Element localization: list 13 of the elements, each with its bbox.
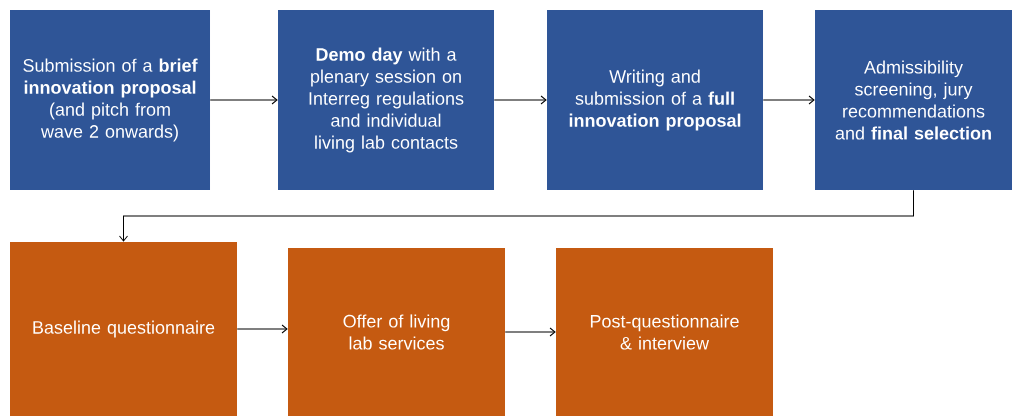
- arrow: [762, 95, 815, 105]
- process-box: Offer of living lab services: [288, 248, 505, 416]
- process-box: Admissibility screening, jury recommendations and final selection: [815, 10, 1012, 190]
- process-box: Baseline questionnaire: [10, 242, 237, 416]
- arrow: [209, 95, 278, 105]
- arrow: [119, 189, 914, 242]
- process-box: Writing and submission of a full innovation proposal: [547, 10, 763, 190]
- arrow: [504, 327, 556, 337]
- process-box: Demo day with a plenary session on Interreg regulations and individual living lab contacts: [278, 10, 494, 190]
- process-box: Submission of a brief innovation proposal (and pitch from wave 2 onwards): [10, 10, 210, 190]
- process-box: Post-questionnaire & interview: [556, 248, 773, 416]
- arrow: [493, 95, 547, 105]
- arrow: [236, 324, 288, 334]
